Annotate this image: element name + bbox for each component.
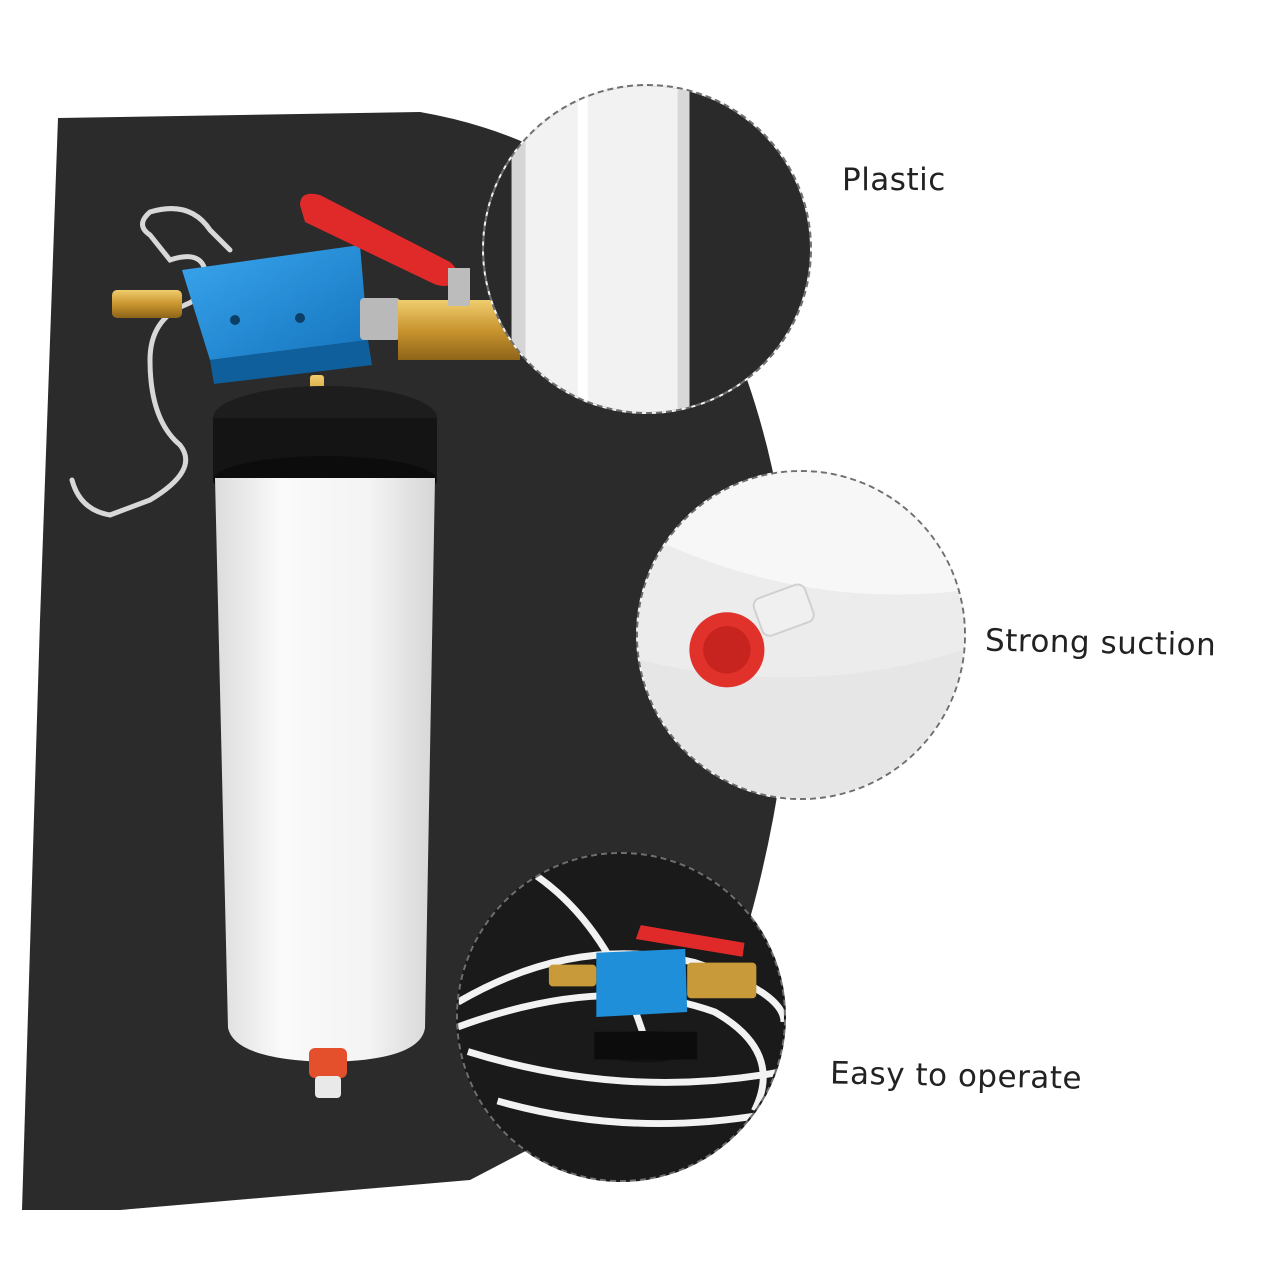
plastic-bottle [215, 478, 435, 1062]
zoom-operate [456, 852, 786, 1182]
feature-label-plastic: Plastic [842, 162, 946, 198]
zoom-plastic [482, 84, 812, 414]
wire-hook [69, 206, 233, 518]
zoom-suction [636, 470, 966, 800]
brass-inlet [112, 290, 182, 318]
pump-with-hose-closeup-icon [458, 854, 784, 1180]
red-valve-handle [300, 193, 458, 286]
feature-label-suction: Strong suction [984, 622, 1217, 664]
plastic-tube-closeup-icon [484, 86, 810, 412]
red-nozzle [309, 1048, 347, 1078]
red-cap-nozzle-closeup-icon [638, 472, 964, 798]
feature-label-operate: Easy to operate [829, 1055, 1083, 1097]
brass-valve [398, 300, 520, 360]
pump-block [182, 245, 368, 360]
